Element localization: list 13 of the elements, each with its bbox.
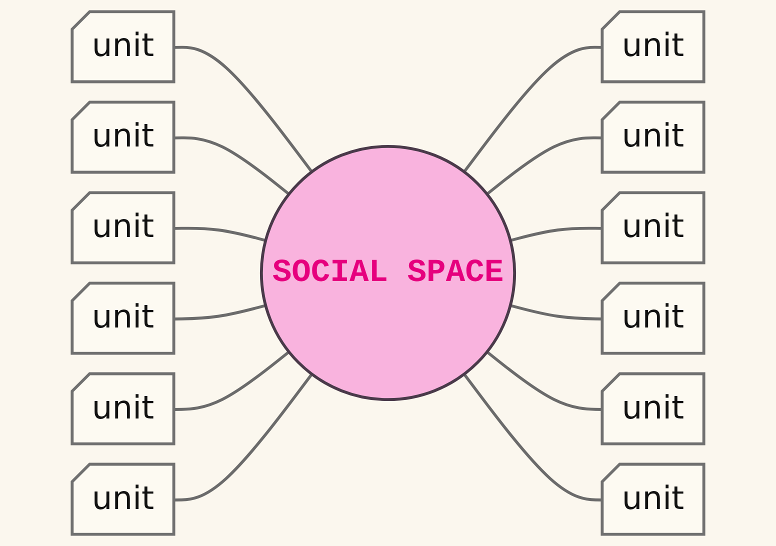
connector <box>462 373 603 502</box>
connector <box>510 226 603 242</box>
connector <box>174 373 314 502</box>
node-circle <box>260 144 516 402</box>
connector <box>462 46 603 173</box>
connector <box>174 46 313 173</box>
connector <box>174 304 266 320</box>
connector <box>174 350 290 411</box>
connector <box>486 350 603 411</box>
connector <box>174 136 290 196</box>
connector <box>174 226 266 242</box>
connector <box>486 136 603 196</box>
connector <box>510 304 603 320</box>
